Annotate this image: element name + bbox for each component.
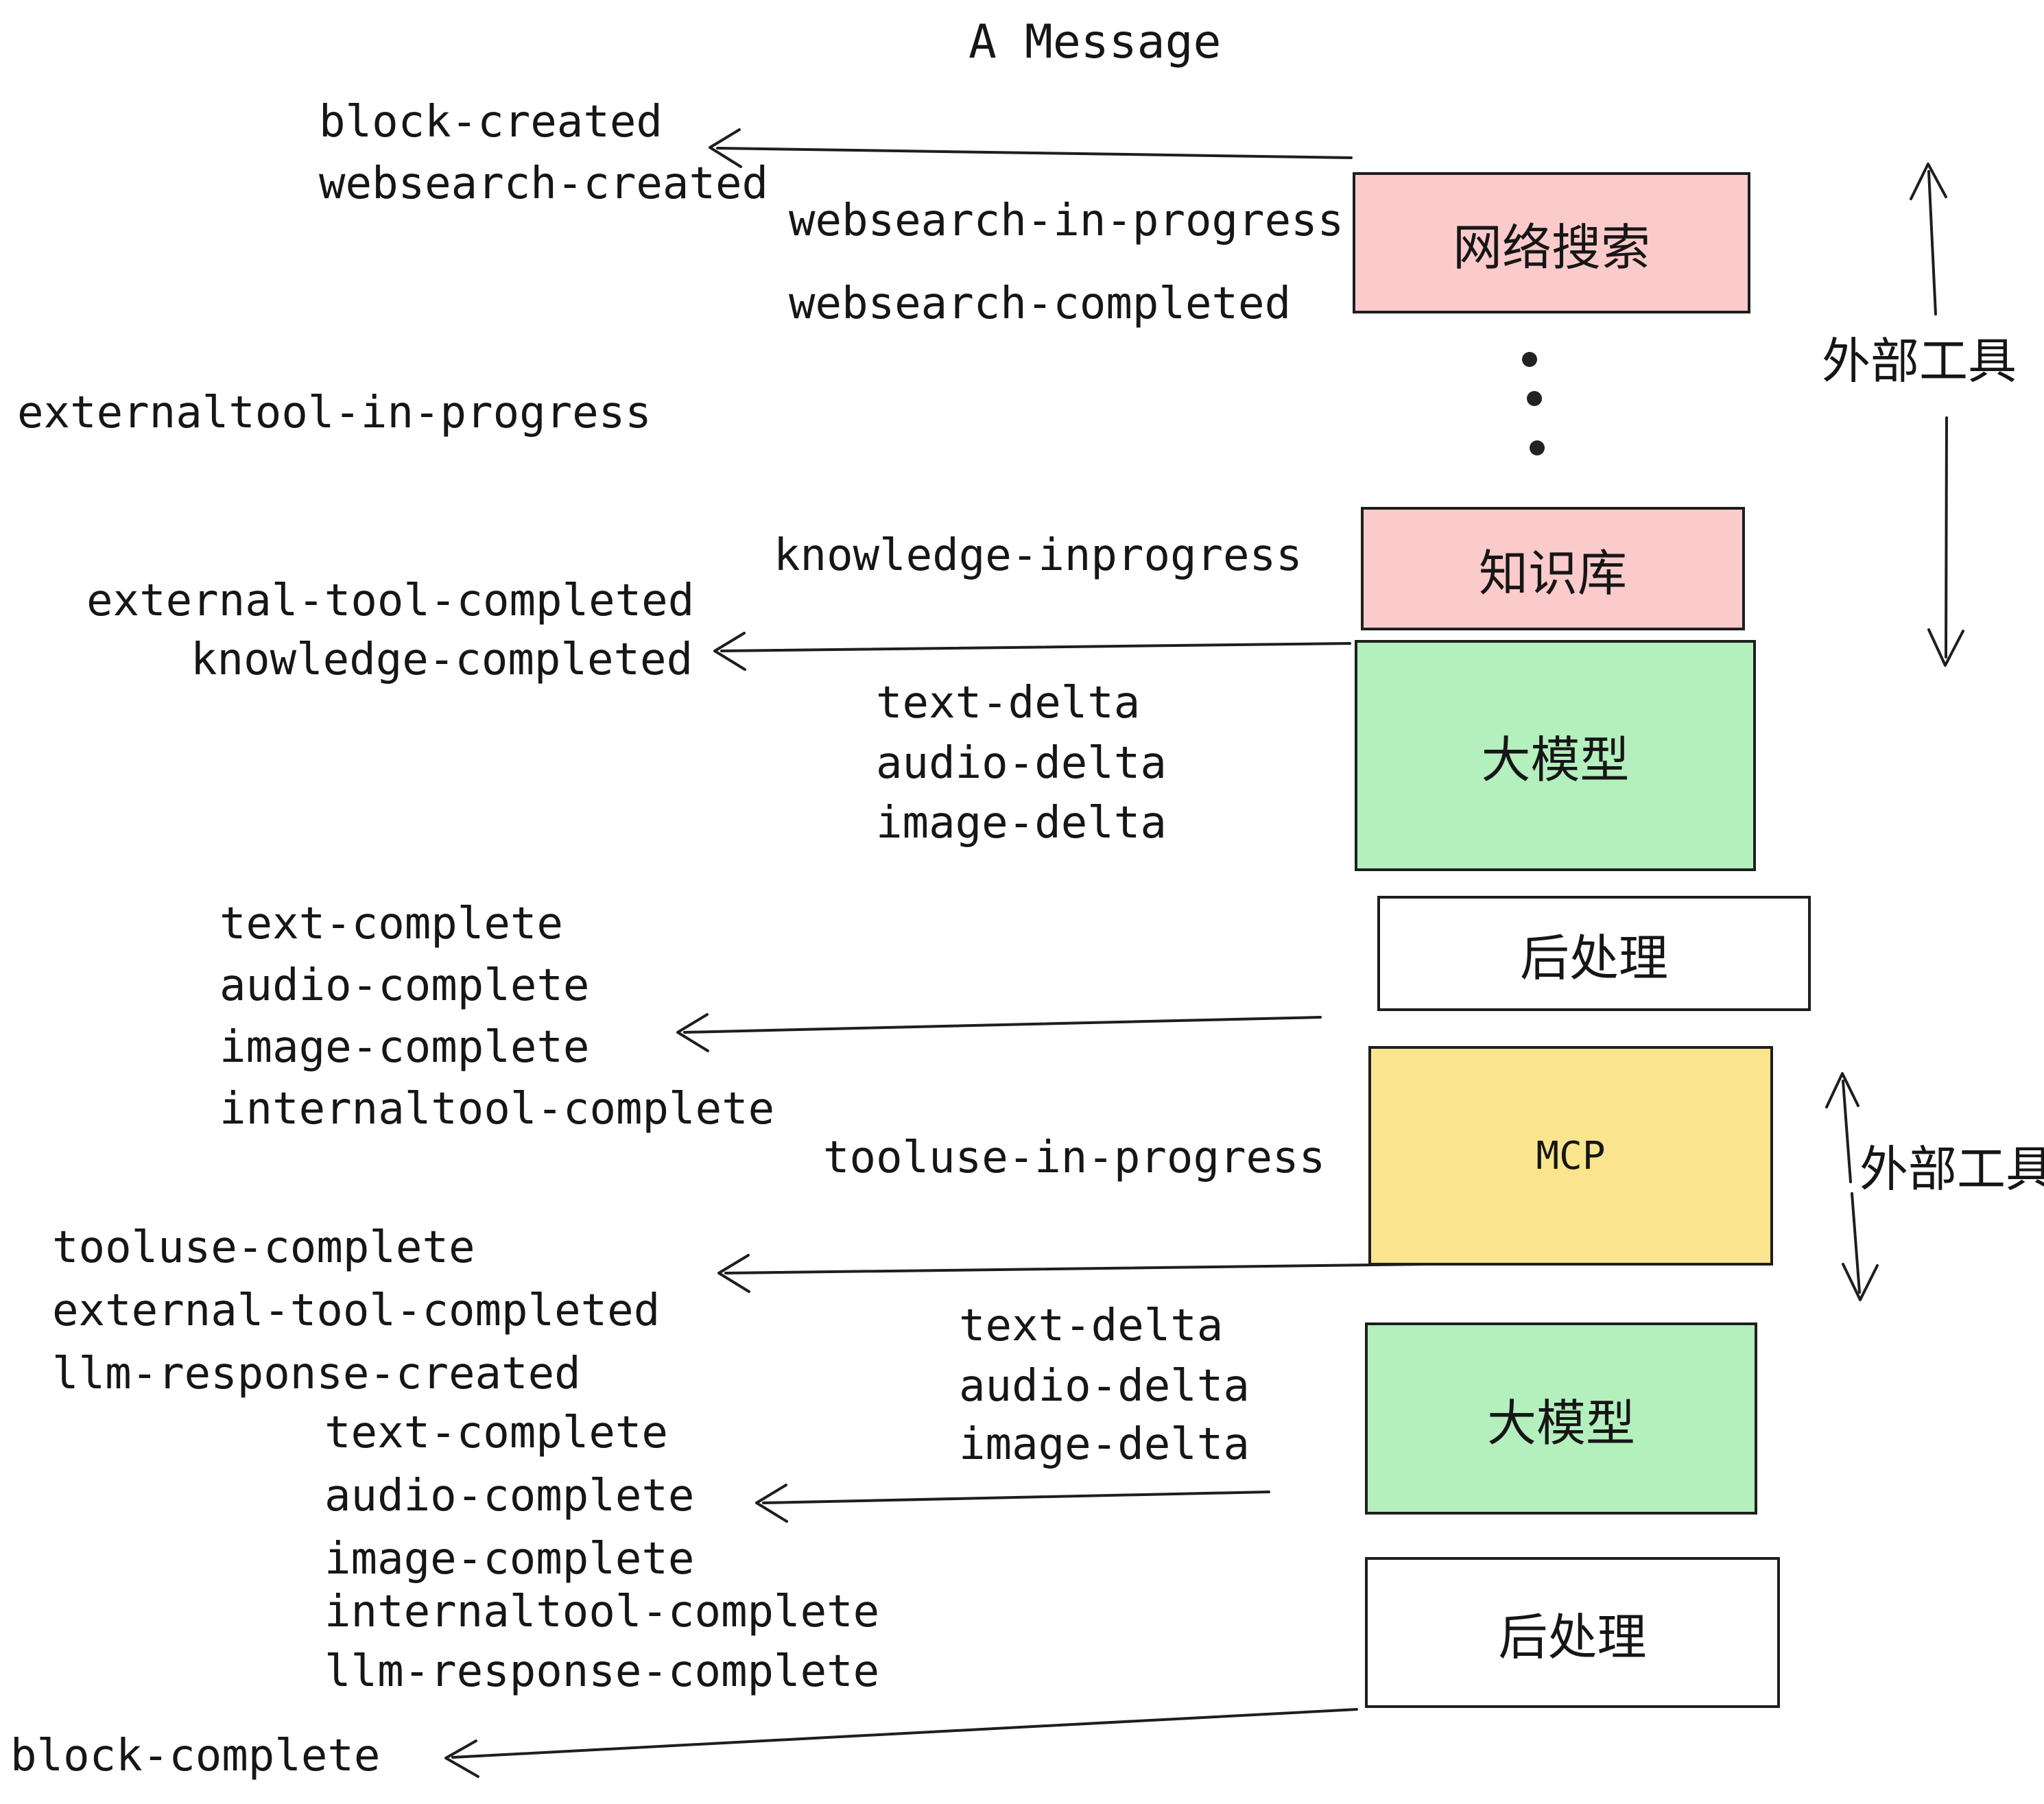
box-postprocess-1: 后处理 [1377,896,1811,1011]
arrow-websearch-created [709,128,1353,168]
side-label-external-tools-top: 外部工具 [1822,333,2017,390]
event-label-text-delta-2: text-delta [959,1301,1224,1351]
event-label-audio-complete: audio-complete [219,960,590,1011]
arrow-up-external-tools-mcp [1825,1072,1859,1183]
event-label-audio-delta-2: audio-delta [959,1361,1250,1412]
event-label-knowledge-completed: knowledge-completed [191,634,693,685]
arrow-down-external-tools-top [1927,416,1964,667]
event-label-internaltool-complete-2: internaltool-complete [324,1587,880,1637]
page-title: A Message [968,15,1222,69]
event-label-text-delta: text-delta [876,678,1141,728]
arrow-audio-complete [755,1484,1270,1523]
event-label-block-created: block-created [319,97,663,147]
event-label-image-delta: image-delta [876,798,1167,848]
box-postprocess-2: 后处理 [1365,1557,1780,1708]
arrow-image-complete [676,1013,1322,1052]
event-label-externaltool-in-progress: externaltool-in-progress [17,388,652,438]
event-label-llm-response-complete: llm-response-complete [324,1646,880,1697]
box-knowledge: 知识库 [1361,507,1745,630]
box-llm-2-label: 大模型 [1486,1394,1635,1452]
box-postprocess-1-label: 后处理 [1519,929,1668,987]
arrow-block-complete [444,1708,1358,1778]
event-label-knowledge-inprogress: knowledge-inprogress [774,530,1303,581]
box-mcp-label: MCP [1536,1133,1606,1178]
event-label-audio-delta: audio-delta [876,738,1167,789]
box-websearch: 网络搜索 [1353,172,1750,313]
event-label-tooluse-in-progress: tooluse-in-progress [823,1132,1326,1183]
box-llm-1: 大模型 [1355,640,1756,871]
event-label-websearch-completed: websearch-completed [789,278,1292,329]
event-label-text-complete: text-complete [219,899,563,949]
arrow-down-external-tools-mcp [1842,1192,1879,1301]
event-label-image-complete: image-complete [219,1022,590,1073]
event-label-websearch-created: websearch-created [319,158,769,209]
event-label-block-complete: block-complete [10,1731,381,1781]
event-label-audio-complete-2: audio-complete [324,1471,695,1521]
box-knowledge-label: 知识库 [1478,544,1627,602]
event-label-image-delta-2: image-delta [959,1419,1250,1470]
event-label-external-tool-completed: external-tool-completed [86,575,695,626]
arrow-knowledge-completed [713,632,1351,671]
box-websearch-label: 网络搜索 [1452,218,1650,276]
box-llm-2: 大模型 [1365,1322,1757,1515]
event-label-tooluse-complete: tooluse-complete [52,1222,475,1273]
arrow-up-external-tools-top [1910,163,1947,316]
event-label-websearch-in-progress: websearch-in-progress [789,195,1344,246]
box-mcp: MCP [1368,1046,1773,1266]
event-label-llm-response-created: llm-response-created [52,1349,581,1399]
box-postprocess-2-label: 后处理 [1498,1608,1647,1666]
event-label-text-complete-2: text-complete [324,1408,668,1458]
event-label-external-tool-completed-2: external-tool-completed [52,1285,661,1336]
arrow-tooluse-complete [717,1254,1431,1293]
ellipsis-dots-icon [1522,352,1545,455]
side-label-external-tools-mcp: 外部工具 [1859,1141,2044,1198]
event-label-internaltool-complete: internaltool-complete [219,1084,775,1135]
box-llm-1-label: 大模型 [1481,731,1630,789]
event-label-image-complete-2: image-complete [324,1534,695,1585]
